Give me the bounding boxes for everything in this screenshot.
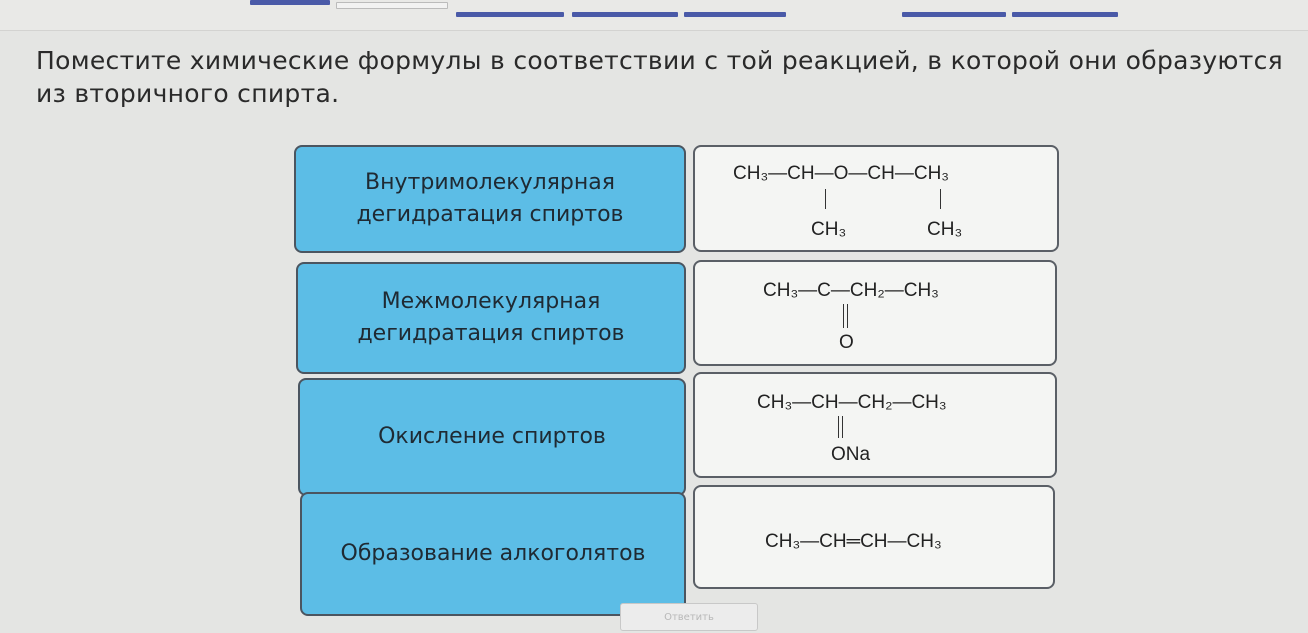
progress-segment[interactable]: [1012, 12, 1118, 17]
progress-segment[interactable]: [902, 12, 1006, 17]
progress-segment[interactable]: [572, 12, 678, 17]
double-bond: [843, 304, 848, 328]
answer-button[interactable]: Ответить: [620, 603, 758, 631]
formula-slot-ketone[interactable]: CH₃—C—CH₂—CH₃ O: [693, 260, 1057, 366]
reaction-card-oxidation[interactable]: Окисление спиртов: [298, 378, 686, 496]
progress-segment[interactable]: [684, 12, 786, 17]
reaction-label: Окисление спиртов: [378, 424, 606, 449]
reaction-label: Межмолекулярная дегидратация спиртов: [357, 289, 625, 346]
formula-slot-alkene[interactable]: CH₃—CH═CH—CH₃: [693, 485, 1055, 589]
reaction-card-intermolecular[interactable]: Межмолекулярная дегидратация спиртов: [296, 262, 686, 374]
formula-slot-alkoxide[interactable]: CH₃—CH—CH₂—CH₃ ONa: [693, 372, 1057, 478]
formula-main: CH₃—CH—O—CH—CH₃: [733, 163, 950, 184]
double-bond: [838, 416, 843, 438]
reaction-card-alkoxide[interactable]: Образование алкоголятов: [300, 492, 686, 616]
reaction-card-intramolecular[interactable]: Внутримолекулярная дегидратация спиртов: [294, 145, 686, 253]
formula-substituent: O: [839, 332, 854, 353]
formula-substituent: CH₃: [811, 219, 847, 240]
formula-substituent: CH₃: [927, 219, 963, 240]
reaction-label: Образование алкоголятов: [340, 541, 646, 566]
progress-segment[interactable]: [456, 12, 564, 17]
reaction-label: Внутримолекулярная дегидратация спиртов: [356, 170, 624, 227]
formula-main: CH₃—CH—CH₂—CH₃: [757, 392, 947, 413]
question-text: Поместите химические формулы в соответст…: [36, 46, 1284, 108]
progress-bar: [0, 0, 1308, 31]
progress-segment[interactable]: [250, 0, 330, 5]
formula-substituent: ONa: [831, 444, 871, 465]
formula-main: CH₃—C—CH₂—CH₃: [763, 280, 939, 301]
formula-slot-ether[interactable]: CH₃—CH—O—CH—CH₃ CH₃ CH₃: [693, 145, 1059, 252]
formula-main: CH₃—CH═CH—CH₃: [765, 531, 942, 552]
progress-segment-current[interactable]: [336, 2, 448, 9]
single-bond: [825, 189, 826, 209]
single-bond: [940, 189, 941, 209]
